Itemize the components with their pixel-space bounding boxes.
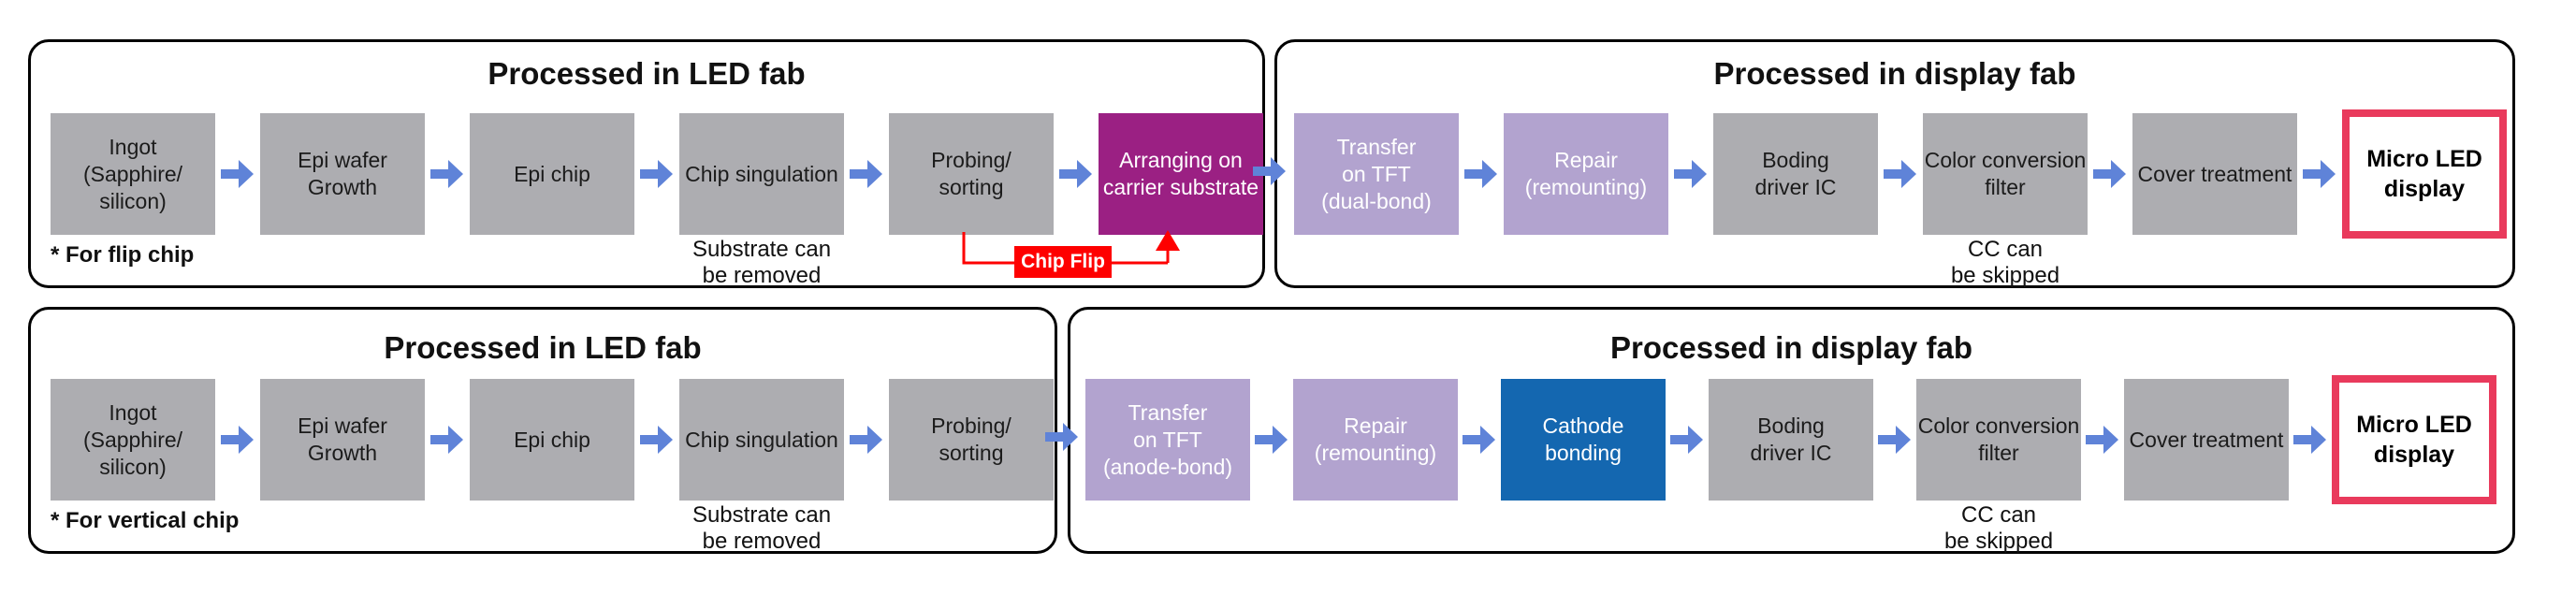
right-arrow-icon [2293, 425, 2327, 455]
step-transfer-tft-anode-bond: Transfer on TFT (anode-bond) [1085, 379, 1250, 501]
right-arrow-icon [1878, 425, 1912, 455]
right-arrow-icon [850, 159, 883, 189]
process-flow: Ingot (Sapphire/ silicon) Epi wafer Grow… [51, 374, 1054, 505]
step-probing-sorting: Probing/ sorting [889, 379, 1054, 501]
arrow-cell [844, 425, 889, 455]
right-arrow-icon [2303, 159, 2336, 189]
arrow-cell [1250, 425, 1293, 455]
right-arrow-icon [221, 425, 255, 455]
arrow-cell [634, 159, 679, 189]
chip-flip-arrowhead-icon [1156, 230, 1180, 251]
note-cc-skipped: CC can be skipped [1943, 502, 2054, 554]
step-color-conversion-filter: Color conversion filter [1923, 113, 2088, 235]
note-cc-skipped: CC can be skipped [1950, 237, 2060, 288]
arrow-cell [425, 159, 470, 189]
step-repair-remounting: Repair (remounting) [1504, 113, 1668, 235]
right-arrow-icon [1045, 423, 1078, 451]
step-ingot: Ingot (Sapphire/ silicon) [51, 113, 215, 235]
micro-led-display-box: Micro LED display [2332, 375, 2496, 504]
step-cover-treatment: Cover treatment [2132, 113, 2297, 235]
step-epi-chip: Epi chip [470, 379, 634, 501]
arrow-cell [215, 425, 260, 455]
step-epi-chip: Epi chip [470, 113, 634, 235]
step-boding-driver-ic: Boding driver IC [1713, 113, 1878, 235]
right-arrow-icon [640, 425, 674, 455]
step-probing-sorting: Probing/ sorting [889, 113, 1054, 235]
footnote-flip-chip: * For flip chip [51, 242, 195, 268]
arrow-cell [215, 159, 260, 189]
section-title: Processed in display fab [1713, 56, 2076, 91]
led-fab-container-flip: Processed in LED fab Ingot (Sapphire/ si… [28, 39, 1265, 288]
arrow-cell [2297, 159, 2342, 189]
section-title: Processed in LED fab [488, 56, 806, 91]
right-arrow-icon [1884, 159, 1917, 189]
right-arrow-icon [1463, 425, 1496, 455]
process-flow: Transfer on TFT (dual-bond) Repair (remo… [1294, 109, 2507, 239]
process-flow: Transfer on TFT (anode-bond) Repair (rem… [1085, 374, 2496, 505]
step-arranging-carrier-substrate: Arranging on carrier substrate [1099, 113, 1263, 235]
process-flow: Ingot (Sapphire/ silicon) Epi wafer Grow… [51, 109, 1263, 239]
arrow-cell [1458, 425, 1501, 455]
arrow-cell [2289, 425, 2332, 455]
right-arrow-icon [1059, 159, 1093, 189]
chip-flip-label: Chip Flip [1014, 246, 1112, 278]
step-chip-singulation: Chip singulation [679, 379, 844, 501]
arrow-cell [1459, 159, 1504, 189]
right-arrow-icon [1255, 425, 1288, 455]
step-ingot: Ingot (Sapphire/ silicon) [51, 379, 215, 501]
right-arrow-icon [1674, 159, 1708, 189]
right-arrow-icon [1464, 159, 1498, 189]
step-transfer-tft-dual-bond: Transfer on TFT (dual-bond) [1294, 113, 1459, 235]
arrow-cell [2081, 425, 2124, 455]
arrow-cell [1668, 159, 1713, 189]
step-cover-treatment: Cover treatment [2124, 379, 2289, 501]
display-fab-container-vertical: Processed in display fab Transfer on TFT… [1068, 307, 2515, 554]
arrow-cell [1873, 425, 1916, 455]
right-arrow-icon [640, 159, 674, 189]
step-epi-wafer-growth: Epi wafer Growth [260, 113, 425, 235]
display-fab-container-flip: Processed in display fab Transfer on TFT… [1274, 39, 2515, 288]
step-cathode-bonding: Cathode bonding [1501, 379, 1666, 501]
right-arrow-icon [850, 425, 883, 455]
right-arrow-icon [430, 425, 464, 455]
arrow-cell [1054, 159, 1099, 189]
step-repair-remounting: Repair (remounting) [1293, 379, 1458, 501]
arrow-cell [634, 425, 679, 455]
right-arrow-icon [2086, 425, 2119, 455]
right-arrow-icon [2093, 159, 2127, 189]
micro-led-display-box: Micro LED display [2342, 109, 2507, 239]
note-substrate-removed: Substrate can be removed [691, 502, 832, 554]
step-color-conversion-filter: Color conversion filter [1916, 379, 2081, 501]
step-boding-driver-ic: Boding driver IC [1709, 379, 1873, 501]
arrow-cell [425, 425, 470, 455]
right-arrow-icon [430, 159, 464, 189]
right-arrow-icon [1670, 425, 1704, 455]
section-title: Processed in display fab [1610, 330, 1972, 365]
right-arrow-icon [1253, 157, 1286, 185]
note-substrate-removed: Substrate can be removed [691, 237, 832, 288]
arrow-cell [1666, 425, 1709, 455]
arrow-cell [1878, 159, 1923, 189]
right-arrow-icon [221, 159, 255, 189]
step-chip-singulation: Chip singulation [679, 113, 844, 235]
footnote-vertical-chip: * For vertical chip [51, 508, 240, 533]
step-epi-wafer-growth: Epi wafer Growth [260, 379, 425, 501]
arrow-cell [844, 159, 889, 189]
section-title: Processed in LED fab [384, 330, 702, 365]
arrow-cell [2088, 159, 2132, 189]
led-fab-container-vertical: Processed in LED fab Ingot (Sapphire/ si… [28, 307, 1057, 554]
